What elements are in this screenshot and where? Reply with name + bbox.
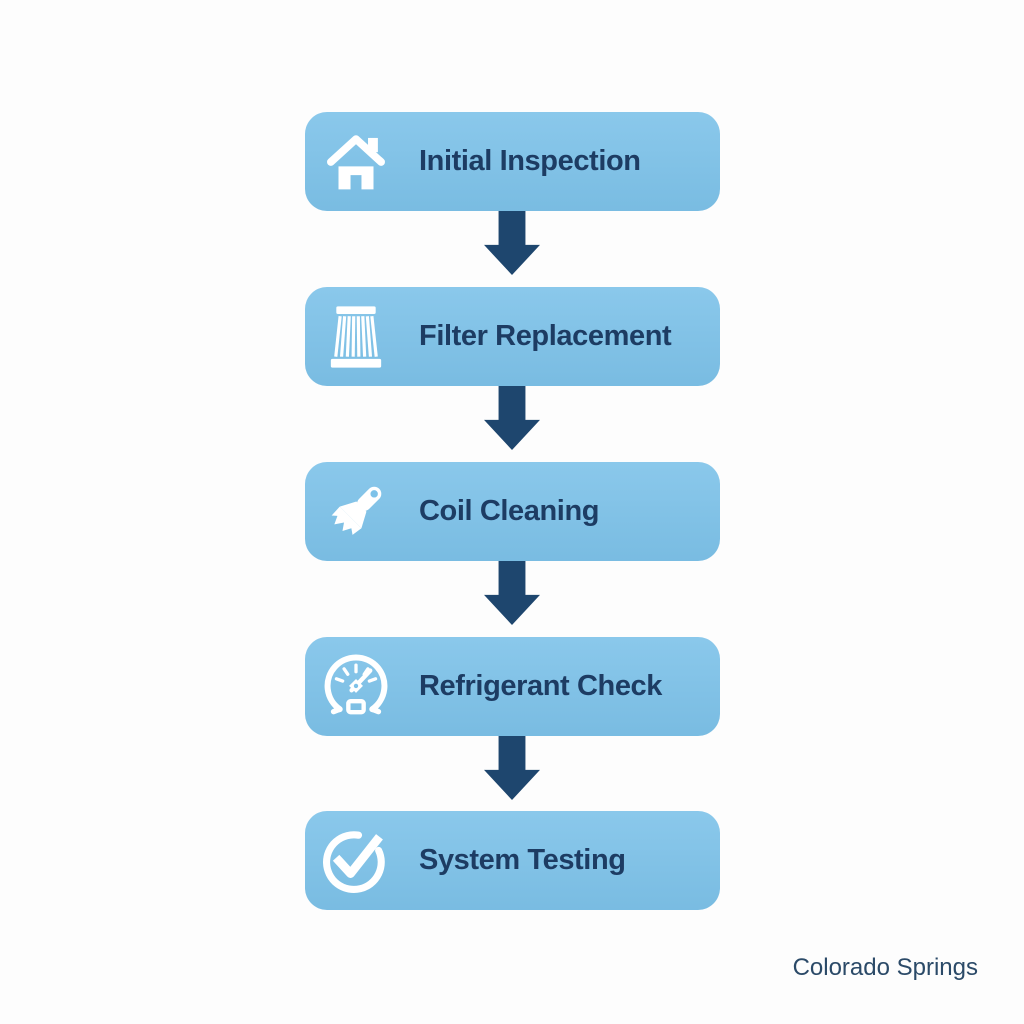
down-arrow-icon bbox=[484, 736, 540, 800]
step-label: Refrigerant Check bbox=[419, 670, 662, 702]
down-arrow-icon bbox=[484, 211, 540, 275]
brush-icon bbox=[321, 477, 391, 547]
step-box-refrigerant-check: Refrigerant Check bbox=[305, 637, 720, 736]
down-arrow-icon bbox=[484, 386, 540, 450]
check-circle-icon bbox=[321, 826, 391, 896]
step-box-coil-cleaning: Coil Cleaning bbox=[305, 462, 720, 561]
location-label: Colorado Springs bbox=[792, 954, 978, 981]
step-box-initial-inspection: Initial Inspection bbox=[305, 112, 720, 211]
step-box-filter-replacement: Filter Replacement bbox=[305, 287, 720, 386]
down-arrow-icon bbox=[484, 561, 540, 625]
step-box-system-testing: System Testing bbox=[305, 811, 720, 910]
step-label: Initial Inspection bbox=[419, 145, 641, 177]
house-icon bbox=[321, 127, 391, 197]
step-label: System Testing bbox=[419, 844, 626, 876]
step-label: Coil Cleaning bbox=[419, 495, 600, 527]
gauge-icon bbox=[321, 652, 391, 722]
step-label: Filter Replacement bbox=[419, 320, 672, 352]
air-filter-icon bbox=[321, 302, 391, 372]
